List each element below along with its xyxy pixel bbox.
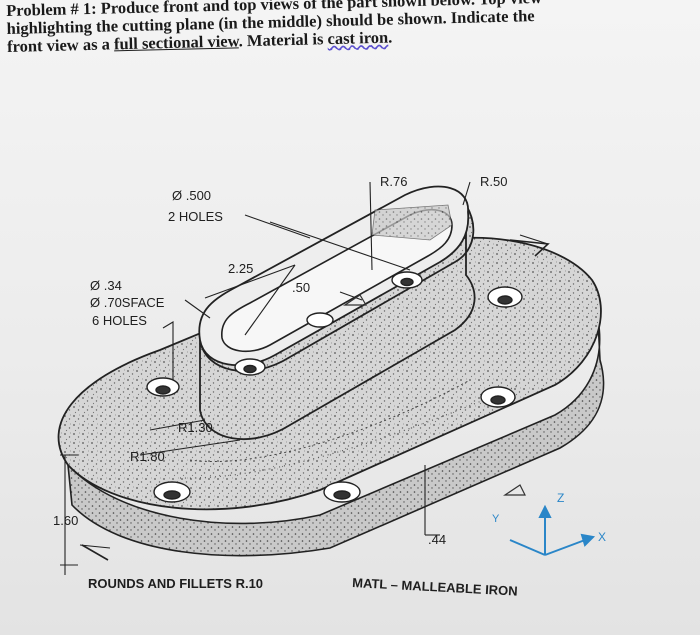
d50-label: .50 [292,280,310,295]
base-hole-4 [480,386,516,408]
hole-count-label: 2 HOLES [168,209,223,224]
surface-finish-mark [503,484,526,496]
section-arrow-lower [81,544,109,561]
base-hole-5 [487,286,523,308]
spotface-label: Ø .70SFACE [90,295,165,310]
cutting-plane-arrow [509,239,550,257]
d160-label: 1.60 [53,513,78,528]
slot-inner-wall [371,204,453,241]
boss-hole-2 [391,271,423,289]
d225-label: 2.25 [228,261,253,276]
boss-hole-1 [234,358,266,376]
axis-x-label: X [598,530,606,544]
surface-finish-mark-2 [343,294,368,306]
axis-y-label: Y [492,513,500,525]
r180-label: R1.80 [130,449,165,464]
r50-label: R.50 [480,174,507,189]
base-hole-2 [153,481,191,503]
base-hole-1 [146,377,180,397]
small-dia-label: Ø .34 [90,278,122,293]
base-hole-6 [306,312,334,328]
base-plate-edge [66,319,605,557]
base-hole-3 [323,481,361,503]
six-holes-label: 6 HOLES [92,313,147,328]
d44-label: .44 [428,532,446,547]
dimension-lines [60,181,549,575]
r76-label: R.76 [380,174,407,189]
axis-z-label: Z [557,491,564,505]
rounds-note: ROUNDS AND FILLETS R.10 [88,576,263,591]
axis-triad [509,504,596,556]
r130-label: R1.30 [178,420,213,435]
material-note: MATL – MALLEABLE IRON [352,575,518,599]
hole-dia-label: Ø .500 [172,188,211,203]
